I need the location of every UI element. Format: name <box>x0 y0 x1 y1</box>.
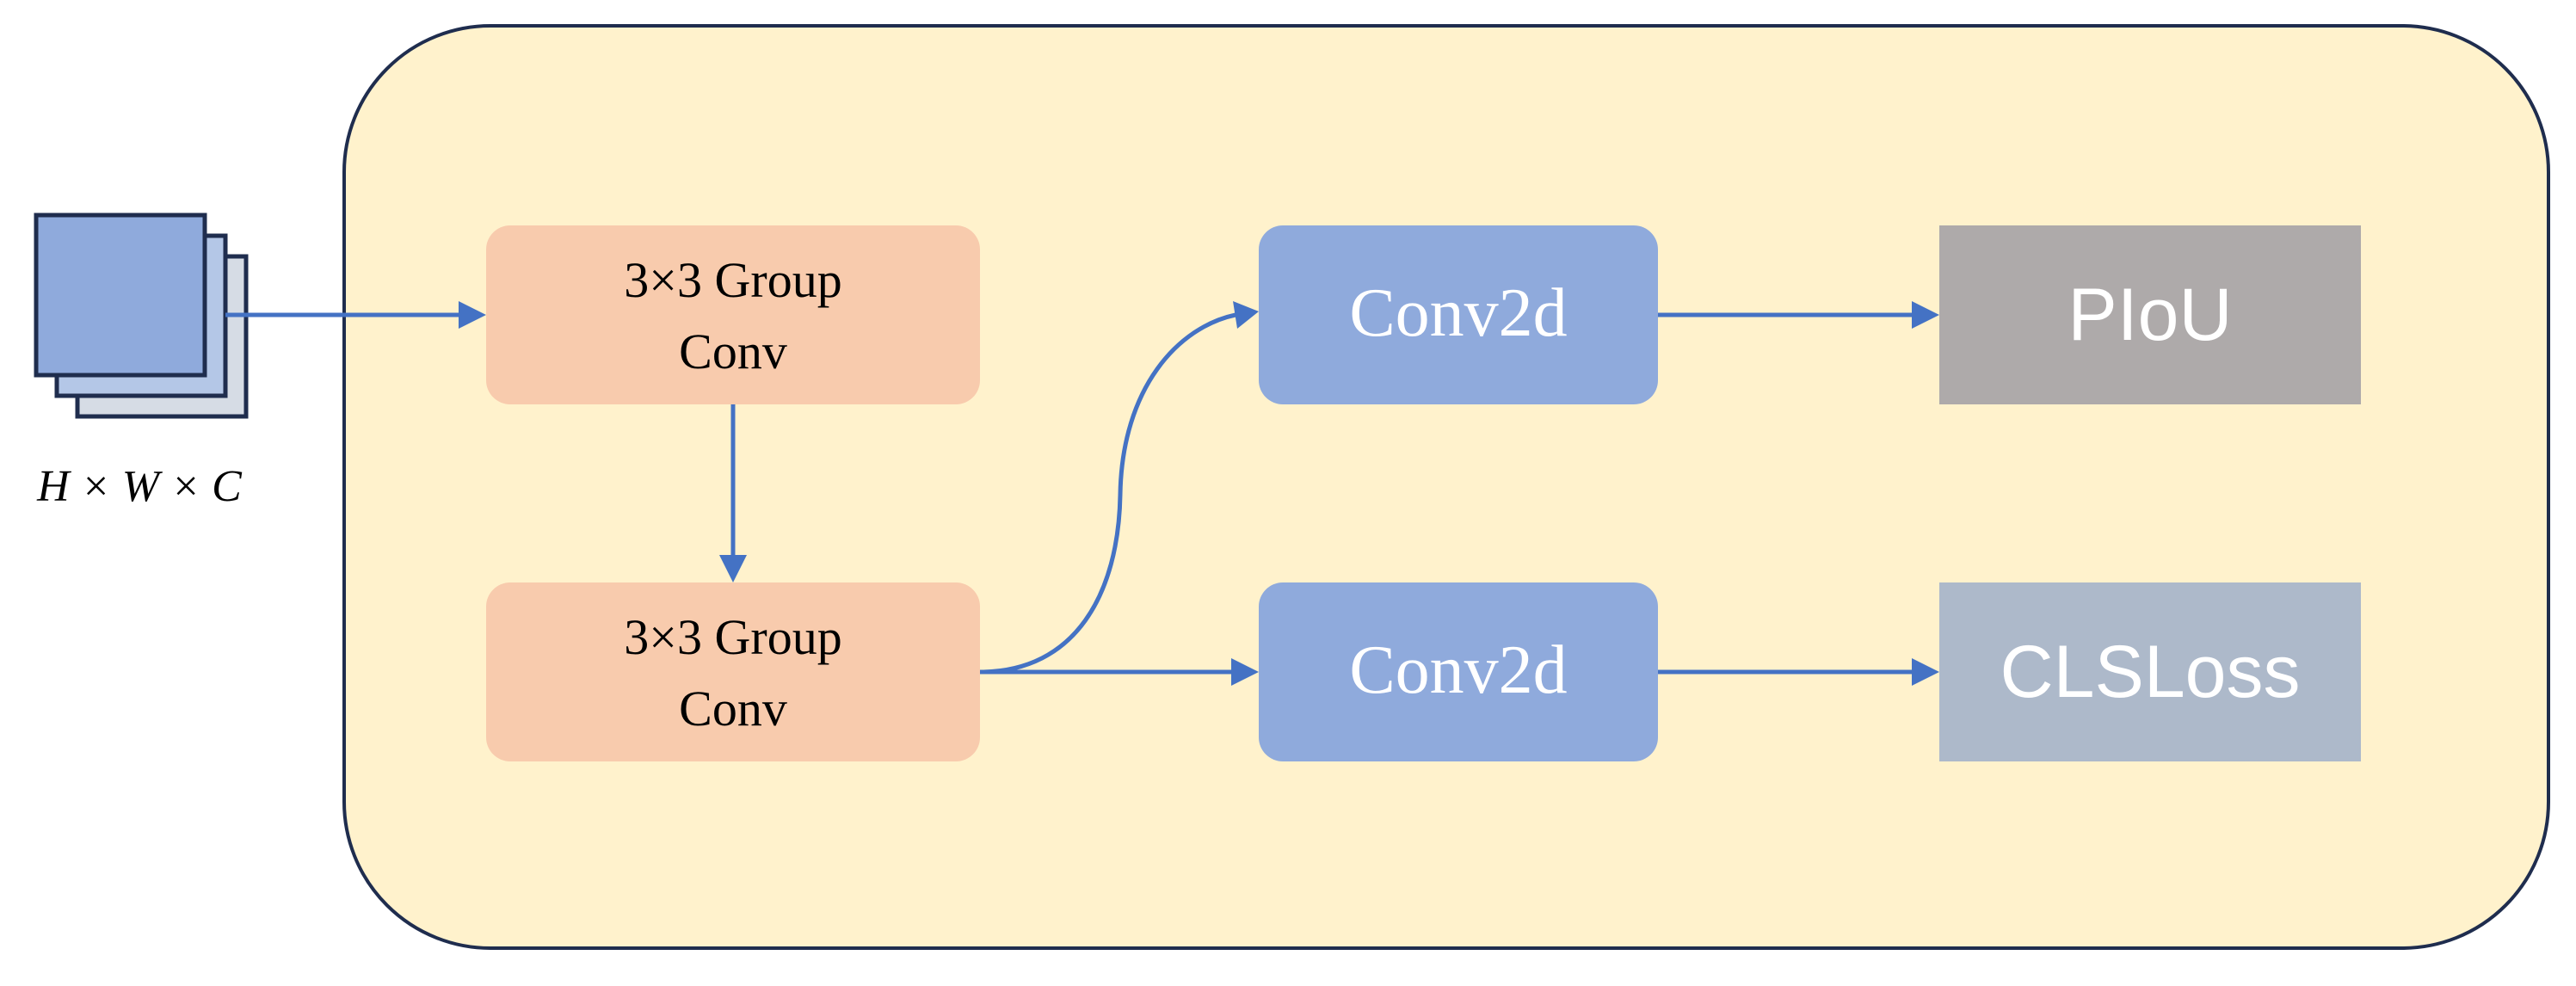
group-conv-1-label: 3×3 Group <box>624 252 841 308</box>
arrow-group-conv-2-to-conv2d-top <box>979 312 1236 675</box>
connector-arrows <box>225 312 1914 675</box>
group-conv-1-label-line2: Conv <box>679 324 787 379</box>
arrowhead-clsloss <box>1912 658 1939 686</box>
arrowhead-conv2d-bottom <box>1231 658 1259 686</box>
arrowhead-piou <box>1912 301 1939 329</box>
module-container <box>342 24 2550 950</box>
conv2d-bottom-box <box>1259 582 1658 761</box>
group-conv-2-box <box>486 582 980 761</box>
input-feature-map-icon <box>34 213 249 419</box>
piou-label: PIoU <box>2068 274 2232 356</box>
clsloss-label: CLSLoss <box>2000 631 2301 713</box>
group-conv-2-label-line2: Conv <box>679 681 787 736</box>
arrowhead-conv2d-top <box>1233 301 1259 329</box>
group-conv-1-box <box>486 225 980 404</box>
input-layer-front <box>34 213 207 378</box>
conv2d-top-label: Conv2d <box>1349 275 1567 351</box>
piou-box <box>1939 225 2361 404</box>
input-dimension-label: H × W × C <box>36 462 243 511</box>
conv2d-top-box <box>1259 225 1658 404</box>
clsloss-box <box>1939 582 2361 761</box>
arrowhead-group-conv-1 <box>459 301 486 329</box>
conv2d-bottom-label: Conv2d <box>1349 632 1567 708</box>
group-conv-2-label: 3×3 Group <box>624 609 841 665</box>
arrowhead-group-conv-2 <box>719 555 747 582</box>
arrowheads <box>459 301 1939 686</box>
